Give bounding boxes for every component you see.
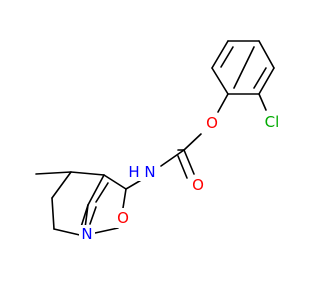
structure-canvas: Cl O O N H O N (35, 40, 280, 243)
bond-carbonyl (177, 155, 188, 179)
bond (211, 40, 229, 69)
bond (258, 40, 275, 69)
oxygen-carbonyl-label: O (192, 176, 204, 194)
hydrogen-amide-label: H (128, 163, 139, 181)
bond (89, 206, 97, 225)
nitrogen-amide-label: N (144, 163, 155, 181)
bond (95, 182, 109, 203)
bond (217, 93, 229, 113)
bond (51, 197, 55, 230)
bond (94, 227, 119, 234)
bond-double-inner (233, 46, 255, 89)
chlorine-label: Cl (265, 113, 280, 131)
bond-carbonyl (183, 149, 195, 175)
bond (183, 133, 202, 151)
oxygen-ether-label: O (206, 114, 218, 132)
bond (70, 171, 105, 176)
bond (122, 188, 127, 209)
bond (160, 149, 185, 167)
bond-double-inner (253, 67, 267, 89)
bond (51, 171, 72, 199)
bond (258, 67, 275, 95)
molecule-diagram: Cl O O N H O N (35, 40, 280, 243)
bond-double-inner (220, 46, 234, 68)
nitrogen-ring-label: N (81, 225, 92, 243)
bond (211, 67, 229, 95)
bond (258, 93, 267, 111)
bond (87, 174, 105, 206)
oxygen-ring-label: O (117, 209, 129, 227)
bond (35, 171, 72, 175)
bond (103, 174, 127, 190)
